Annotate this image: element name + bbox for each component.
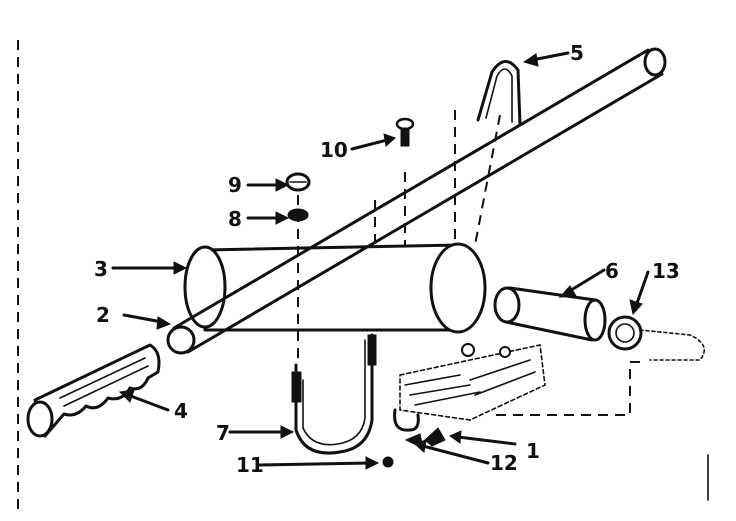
part-2-long-tube	[166, 47, 667, 355]
part-7-u-bolt	[291, 333, 377, 455]
part-3-cylinder	[183, 242, 487, 334]
callout-12: 12	[490, 451, 518, 475]
callout-6: 6	[605, 259, 619, 283]
part-5-u-bolt	[476, 60, 522, 127]
part-11-screw	[382, 456, 394, 468]
part-1-bracket	[393, 343, 546, 447]
alignment-line-bracket	[492, 361, 640, 416]
callout-4: 4	[174, 399, 188, 423]
part-8-washer	[287, 208, 309, 222]
callout-7: 7	[216, 421, 230, 445]
part-4-grip	[26, 343, 161, 438]
leader-arrows	[111, 51, 650, 470]
part-13-end-cap	[607, 315, 706, 361]
callout-10: 10	[320, 138, 348, 162]
callout-2: 2	[96, 303, 110, 327]
callout-8: 8	[228, 207, 242, 231]
callout-1: 1	[526, 439, 540, 463]
part-10-bolt	[395, 117, 415, 147]
callout-9: 9	[228, 173, 242, 197]
callout-11: 11	[236, 453, 264, 477]
alignment-line-diagonal	[474, 114, 501, 246]
part-9-nut	[285, 172, 311, 192]
callout-13: 13	[652, 259, 680, 283]
part-6-small-tube	[493, 286, 607, 342]
callout-3: 3	[94, 257, 108, 281]
callout-5: 5	[570, 41, 584, 65]
